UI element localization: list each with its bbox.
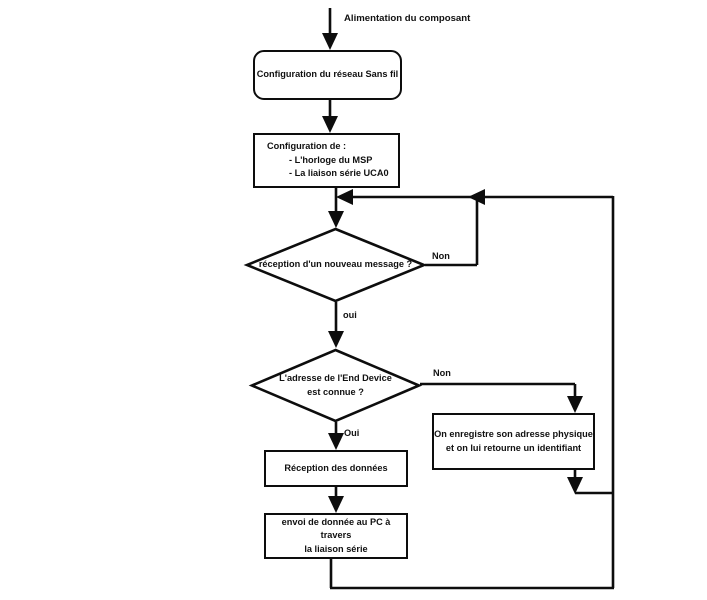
- arrowhead-adresse-oui: [328, 433, 344, 450]
- node-decision-message[interactable]: réception d'un nouveau message ?: [243, 227, 428, 303]
- node-enregistre-adresse-line2: et on lui retourne un identifiant: [445, 442, 582, 453]
- node-config-wifi-label: Configuration du réseau Sans fil: [256, 69, 399, 80]
- node-enregistre-adresse[interactable]: On enregistre son adresse physique et on…: [432, 413, 595, 470]
- node-envoi-pc-line1: envoi de donnée au PC à travers: [281, 516, 391, 541]
- arrowhead-adresse-non: [567, 396, 583, 413]
- node-config-horloge[interactable]: Configuration de : - L'horloge du MSP - …: [253, 133, 400, 188]
- node-config-horloge-line2: - L'horloge du MSP: [289, 154, 373, 165]
- node-enregistre-adresse-line1: On enregistre son adresse physique: [434, 429, 593, 440]
- node-envoi-pc[interactable]: envoi de donnée au PC à travers la liais…: [264, 513, 408, 559]
- arrowhead-reception-to-envoi: [328, 496, 344, 513]
- entry-label: Alimentation du composant: [344, 13, 471, 24]
- node-decision-adresse[interactable]: L'adresse de l'End Device est connue ?: [248, 348, 423, 423]
- arrowhead-config-to-horloge: [322, 116, 338, 133]
- arrowhead-loop-return-main: [336, 189, 353, 205]
- arrowhead-message-oui: [328, 331, 344, 348]
- edge-label-adresse-oui: Oui: [344, 428, 360, 438]
- node-config-wifi[interactable]: Configuration du réseau Sans fil: [253, 50, 402, 100]
- node-config-horloge-line3: - La liaison série UCA0: [289, 168, 389, 179]
- node-reception-donnees[interactable]: Réception des données: [264, 450, 408, 487]
- node-reception-donnees-label: Réception des données: [284, 462, 388, 473]
- arrowhead-enregistre-down: [567, 477, 583, 494]
- arrowhead-entry: [322, 33, 338, 50]
- node-envoi-pc-line2: la liaison série: [304, 543, 368, 554]
- arrowhead-loop-return-mid: [468, 189, 485, 205]
- node-config-horloge-line1: Configuration de :: [267, 141, 347, 152]
- edge-label-message-oui: oui: [343, 310, 357, 320]
- edge-label-message-non: Non: [432, 251, 450, 261]
- edge-label-adresse-non: Non: [433, 368, 451, 378]
- arrowhead-horloge-to-decision: [328, 211, 344, 228]
